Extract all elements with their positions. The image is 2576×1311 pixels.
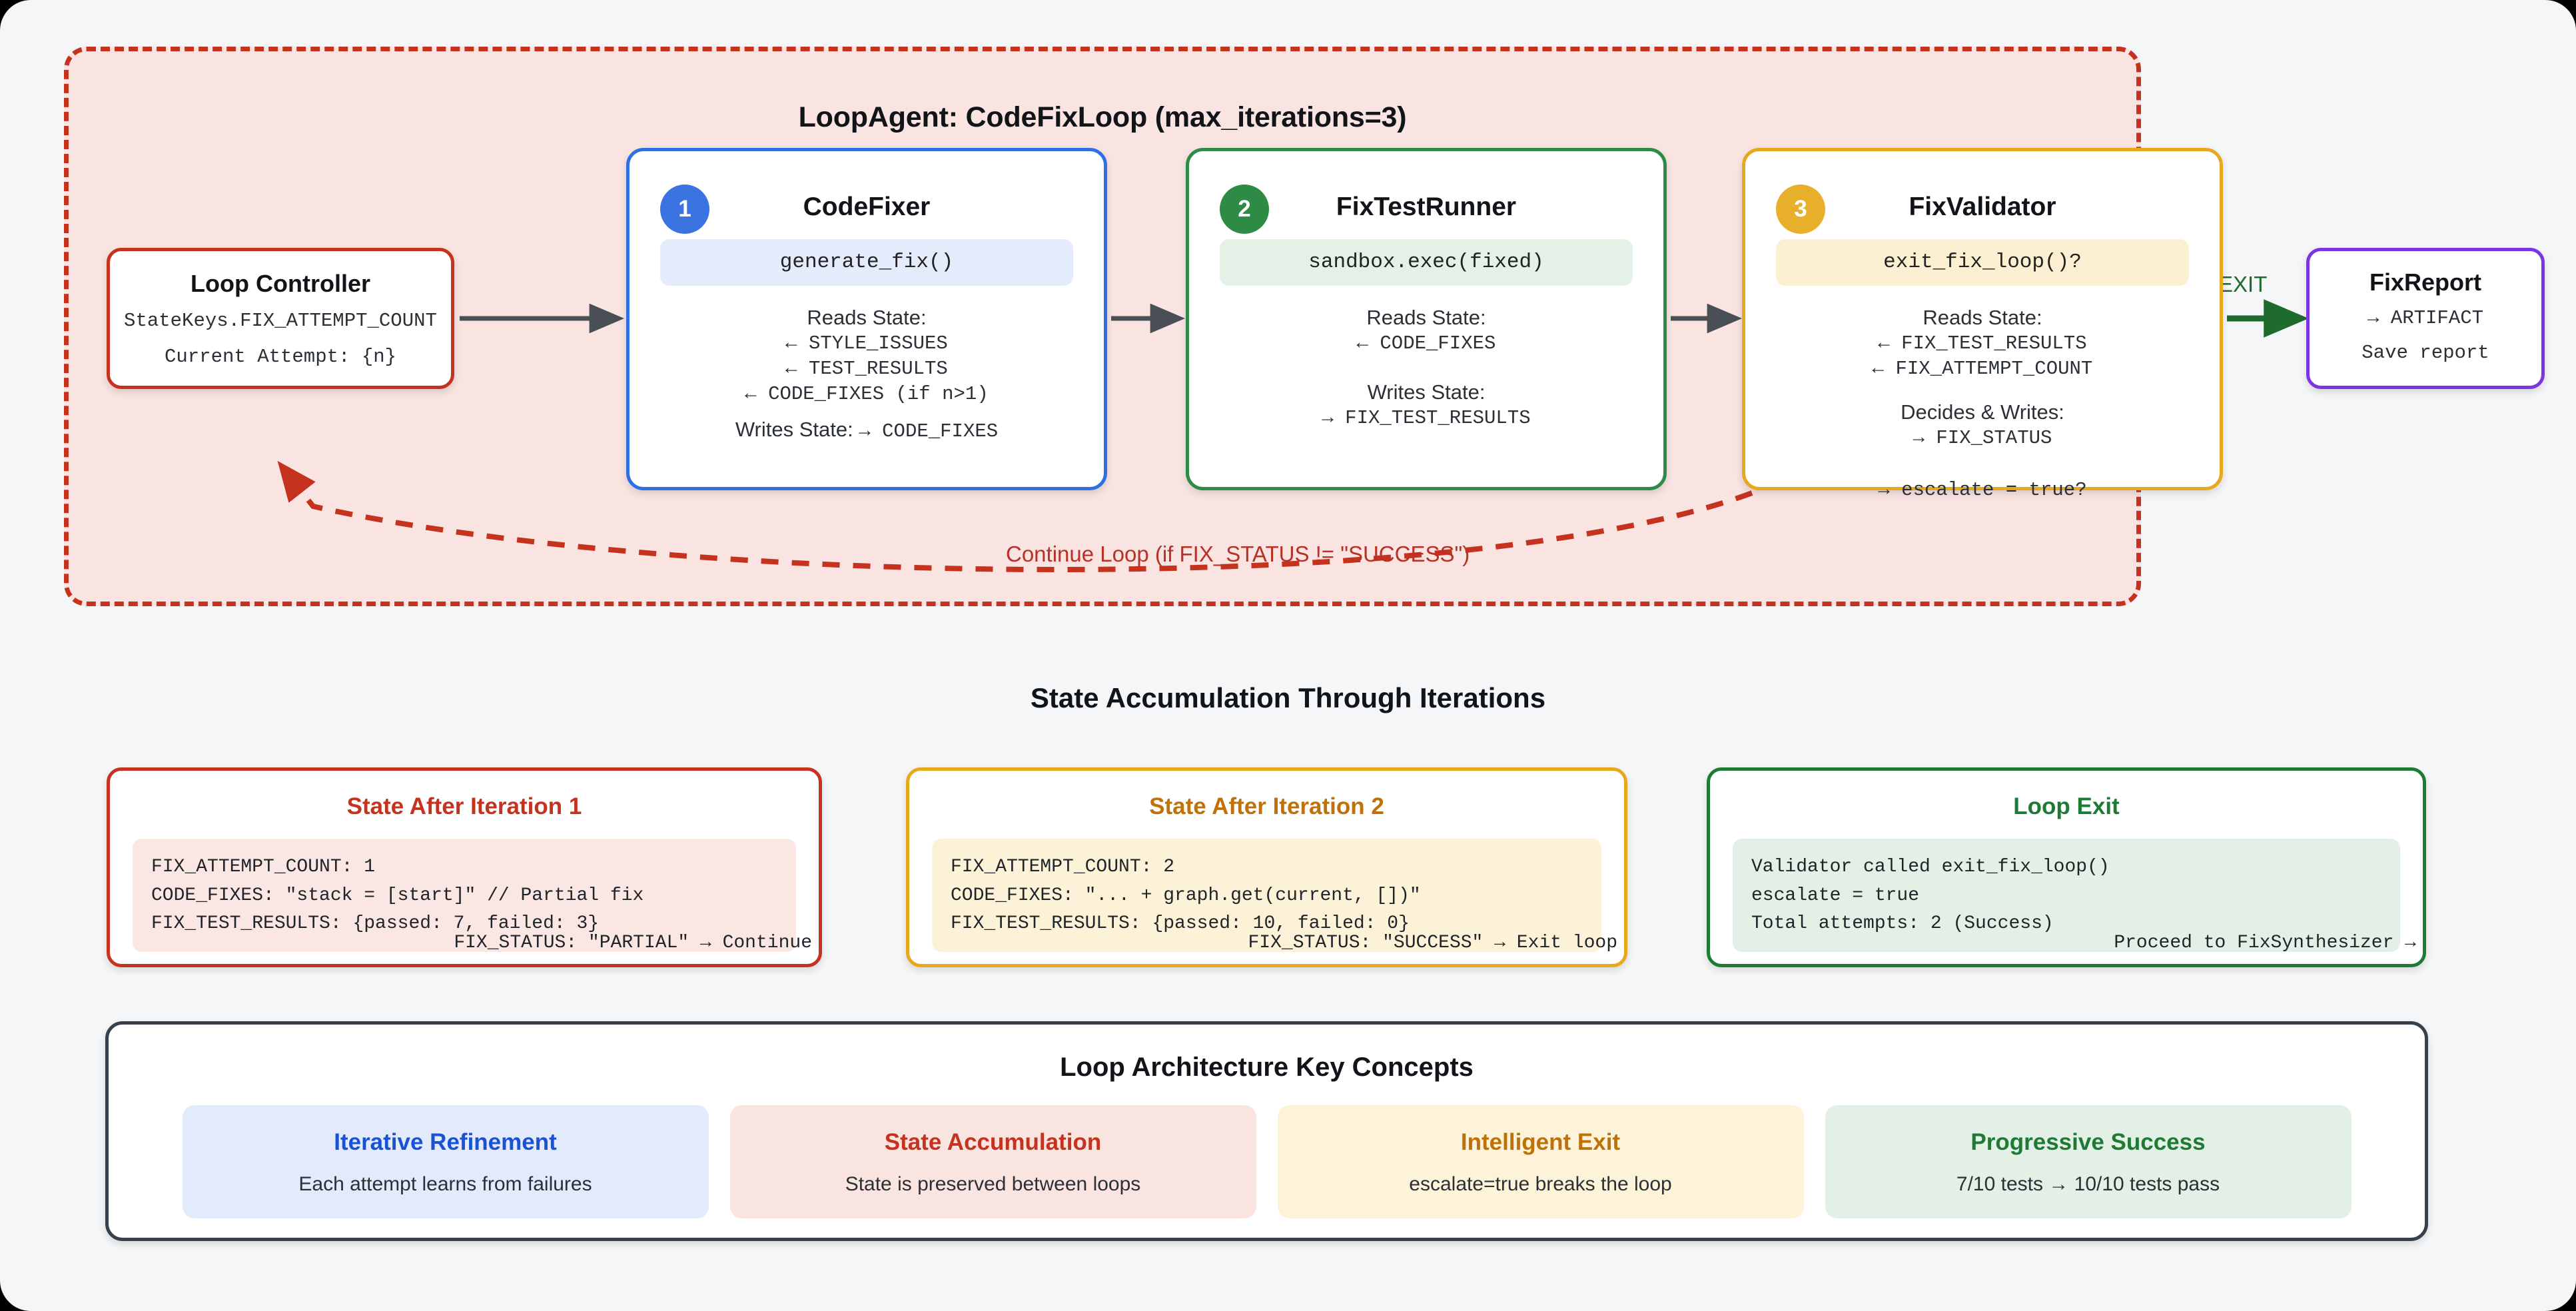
state-card-title: State After Iteration 2 [1149,793,1384,819]
concept-subtitle: escalate=true breaks the loop [1409,1173,1672,1195]
agent-node-fixtestrunner[interactable]: 2 FixTestRunner sandbox.exec(fixed) Read… [1186,148,1667,490]
fixreport-title: FixReport [2369,268,2481,296]
concept-title: Progressive Success [1970,1129,2206,1155]
node-title-codefixer: CodeFixer [803,193,931,221]
writes-state-item: → CODE_FIXES [859,420,999,443]
reads-state-item: ← TEST_RESULTS [785,357,948,380]
fixreport-line: Save report [2361,342,2489,364]
loop-title: LoopAgent: CodeFixLoop (max_iterations=3… [798,101,1407,133]
agent-node-codefixer[interactable]: 1 CodeFixer generate_fix() Reads State: … [626,148,1107,490]
state-card-title: State After Iteration 1 [346,793,582,819]
writes-state-row: Writes State: → CODE_FIXES [630,407,1104,444]
key-concepts-panel: Loop Architecture Key Concepts Iterative… [105,1021,2428,1241]
state-line: FIX_ATTEMPT_COUNT: 1 [151,857,376,877]
node-title-fixvalidator: FixValidator [1909,193,2056,221]
concept-title: State Accumulation [884,1129,1102,1155]
reads-state-item: ← FIX_TEST_RESULTS [1878,332,2087,354]
state-card-footer: FIX_STATUS: "SUCCESS" → Exit loop [1248,933,1618,953]
concept-card-iterative-refinement: Iterative Refinement Each attempt learns… [182,1105,709,1218]
key-concepts-title: Loop Architecture Key Concepts [1060,1053,1474,1082]
concept-card-intelligent-exit: Intelligent Exit escalate=true breaks th… [1277,1105,1804,1218]
concept-subtitle: 7/10 tests → 10/10 tests pass [1956,1173,2220,1195]
reads-state-label: Reads State: [1923,306,2042,329]
loop-controller-attempt: Current Attempt: {n} [164,346,397,368]
node-method-chip-fixvalidator: exit_fix_loop()? [1776,239,2189,286]
reads-state-item: ← CODE_FIXES [1356,332,1496,354]
writes-state-item: → FIX_STATUS [1913,426,2052,449]
continue-loop-label: Continue Loop (if FIX_STATUS != "SUCCESS… [1006,542,1470,566]
loop-controller-title: Loop Controller [191,270,370,297]
agent-node-fixvalidator[interactable]: 3 FixValidator exit_fix_loop()? Reads St… [1742,148,2223,501]
reads-state-item: ← FIX_ATTEMPT_COUNT [1872,357,2093,380]
writes-state-label: Writes State: [735,418,853,442]
node-method-chip-codefixer: generate_fix() [660,239,1073,286]
concept-card-state-accumulation: State Accumulation State is preserved be… [729,1105,1256,1218]
node-badge-2: 2 [1220,185,1269,234]
node-badge-1: 1 [660,185,709,234]
exit-label: EXIT [2218,272,2268,296]
concept-title: Intelligent Exit [1460,1129,1621,1155]
state-card-loop-exit: Loop Exit Validator called exit_fix_loop… [1707,767,2426,967]
reads-state-item: ← CODE_FIXES (if n>1) [745,383,989,406]
node-badge-3: 3 [1776,185,1825,234]
state-card-body: FIX_ATTEMPT_COUNT: 2 CODE_FIXES: "... + … [932,839,1601,952]
state-line: Total attempts: 2 (Success) [1751,913,2054,935]
escalate-overflow-line: → escalate = true? [1878,479,2087,501]
loop-controller-state-key: StateKeys.FIX_ATTEMPT_COUNT [124,310,437,332]
node-method-chip-fixtestrunner: sandbox.exec(fixed) [1220,239,1633,286]
reads-state-item: ← STYLE_ISSUES [785,332,948,354]
writes-state-item: → FIX_TEST_RESULTS [1322,406,1531,429]
concept-title: Iterative Refinement [334,1129,557,1155]
fixreport-line: → ARTIFACT [2367,307,2484,329]
key-concepts-row: Iterative Refinement Each attempt learns… [109,1105,2425,1218]
state-line: CODE_FIXES: "... + graph.get(current, []… [951,885,1421,906]
concept-card-progressive-success: Progressive Success 7/10 tests → 10/10 t… [1825,1105,2352,1218]
state-card-title: Loop Exit [2013,793,2120,819]
loop-controller-node[interactable]: Loop Controller StateKeys.FIX_ATTEMPT_CO… [107,248,454,389]
concept-subtitle: Each attempt learns from failures [298,1173,592,1195]
state-line: FIX_TEST_RESULTS: {passed: 10, failed: 0… [951,913,1410,935]
state-line: escalate = true [1751,885,1920,906]
concept-subtitle: State is preserved between loops [845,1173,1141,1195]
node-title-fixtestrunner: FixTestRunner [1336,193,1517,221]
writes-state-label: Writes State: [1367,380,1486,404]
state-line: FIX_ATTEMPT_COUNT: 2 [951,857,1175,877]
reads-state-label: Reads State: [807,306,927,329]
fixreport-node[interactable]: FixReport → ARTIFACT Save report [2306,248,2545,389]
states-section-heading: State Accumulation Through Iterations [1030,682,1546,713]
state-card-body: FIX_ATTEMPT_COUNT: 1 CODE_FIXES: "stack … [133,839,796,952]
state-card-iteration-2: State After Iteration 2 FIX_ATTEMPT_COUN… [906,767,1627,967]
decides-writes-label: Decides & Writes: [1901,400,2064,424]
state-card-footer: Proceed to FixSynthesizer → [2114,933,2416,953]
state-line: Validator called exit_fix_loop() [1751,857,2110,877]
state-card-footer: FIX_STATUS: "PARTIAL" → Continue [454,933,812,953]
state-card-iteration-1: State After Iteration 1 FIX_ATTEMPT_COUN… [107,767,822,967]
state-card-body: Validator called exit_fix_loop() escalat… [1733,839,2400,952]
state-line: FIX_TEST_RESULTS: {passed: 7, failed: 3} [151,913,600,935]
reads-state-label: Reads State: [1366,306,1486,329]
state-line: CODE_FIXES: "stack = [start]" // Partial… [151,885,644,906]
